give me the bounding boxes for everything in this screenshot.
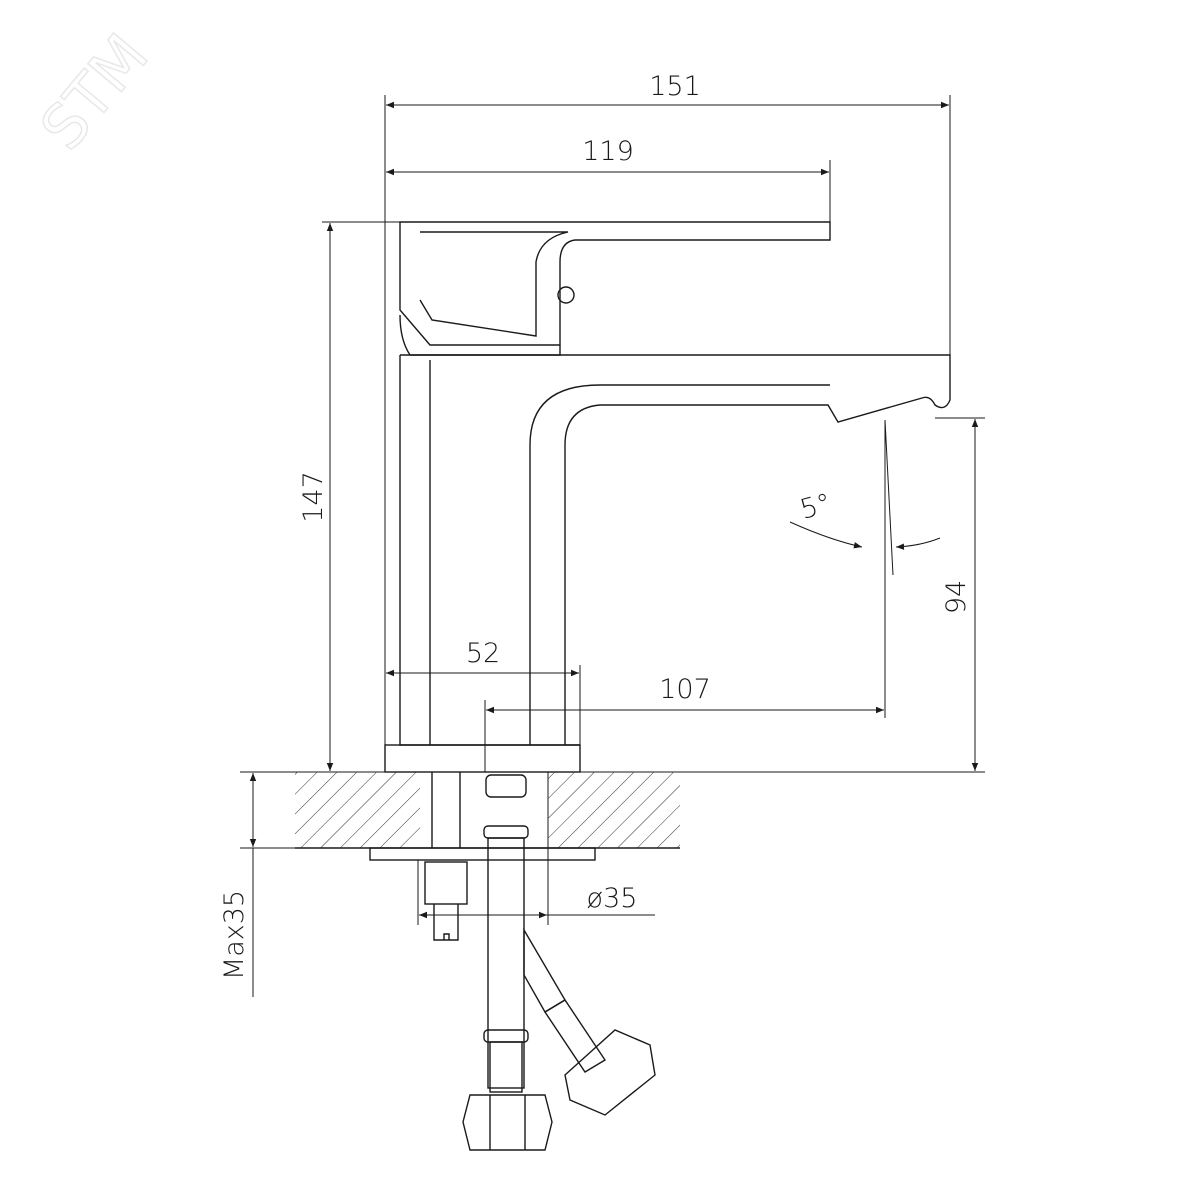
watermark-text: STM	[27, 21, 162, 163]
dimension-lines	[249, 101, 979, 997]
supply-hoses	[462, 774, 656, 1151]
dimension-labels: 151 119 147 94 52 107 5° Max35 ø35	[219, 71, 972, 980]
mounting-bolt	[424, 861, 468, 941]
label-107: 107	[659, 674, 711, 705]
watermark-logo: STM	[27, 20, 163, 163]
label-diameter-35: ø35	[587, 883, 638, 914]
label-119: 119	[582, 136, 634, 167]
extension-lines	[240, 95, 985, 849]
base-plate	[384, 744, 581, 773]
label-52: 52	[466, 638, 500, 669]
label-94: 94	[941, 580, 972, 614]
handle	[399, 221, 831, 346]
counter-section	[295, 772, 680, 861]
label-151: 151	[649, 71, 701, 102]
label-max35: Max35	[219, 890, 250, 980]
label-5-degree: 5°	[797, 488, 835, 526]
faucet-body	[384, 221, 951, 773]
label-147: 147	[298, 471, 329, 523]
spout	[400, 354, 951, 745]
